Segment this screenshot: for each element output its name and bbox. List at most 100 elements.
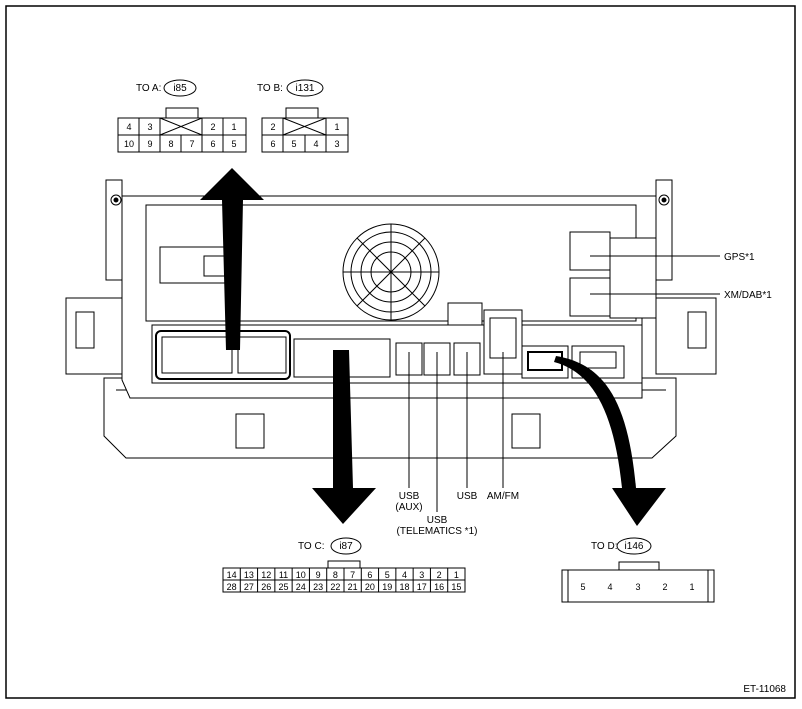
connector-c-code-oval [330,537,362,555]
label-usb: USB [457,491,478,502]
diagram-border [5,5,796,699]
connector-a-label: TO A: [136,83,161,94]
pin-c-2: 2 [437,570,442,580]
pin-b-2: 2 [270,122,275,132]
pin-c-25: 25 [278,582,288,592]
pin-c-26: 26 [261,582,271,592]
pin-b-5: 5 [291,139,296,149]
pin-d-4: 4 [607,582,612,592]
label-am-fm: AM/FM [487,491,519,502]
label-usb-telematics-sub: (TELEMATICS *1) [397,526,478,537]
connector-a: TO A: i85 4 3 2 1 10 9 8 7 6 5 [117,79,247,153]
label-xm-dab: XM/DAB*1 [724,290,772,301]
aux-socket-inner [579,351,617,369]
pin-c-13: 13 [244,570,254,580]
head-unit [65,179,717,459]
pin-d-1: 1 [689,582,694,592]
gps-port [569,231,611,271]
right-clip [511,413,541,449]
pin-d-5: 5 [580,582,585,592]
pin-c-6: 6 [367,570,372,580]
pin-c-24: 24 [296,582,306,592]
pin-c-11: 11 [279,570,288,580]
pin-c-19: 19 [382,582,392,592]
right-bracket [655,297,717,375]
pin-a-9: 9 [147,139,152,149]
pin-b-4: 4 [313,139,318,149]
connector-c-label: TO C: [298,541,324,552]
pin-b-1: 1 [334,122,339,132]
connector-a-code-oval [163,79,197,97]
pin-a-5: 5 [231,139,236,149]
pin-a-6: 6 [210,139,215,149]
connector-c-code: i87 [339,541,353,552]
pin-a-2: 2 [210,122,215,132]
connector-d-latch [618,561,660,571]
pin-c-8: 8 [333,570,338,580]
connector-c-latch [327,560,361,569]
pin-a-8: 8 [168,139,173,149]
pin-c-5: 5 [385,570,390,580]
pin-c-20: 20 [365,582,375,592]
cooling-fan-icon [342,223,440,321]
pin-d-3: 3 [635,582,640,592]
connector-b: TO B: i131 2 1 6 5 4 3 [257,79,349,153]
pin-c-14: 14 [227,570,237,580]
connector-b-label: TO B: [257,83,283,94]
label-usb-aux-sub: (AUX) [395,502,422,513]
connector-b-code: i131 [296,83,315,94]
xm-dab-port [569,277,611,317]
usb-housing [447,302,483,326]
arrow-to-c [312,350,376,524]
pin-a-7: 7 [189,139,194,149]
label-usb-telematics: USB [427,515,448,526]
connector-a-latch [165,107,199,119]
socket-b [237,336,287,374]
connector-b-latch [285,107,319,119]
leader-lines [408,255,720,512]
pin-c-10: 10 [296,570,306,580]
pin-a-10: 10 [124,139,134,149]
pin-c-22: 22 [330,582,340,592]
rear-antenna-block [609,237,657,319]
right-bracket-slot [687,311,707,349]
pin-a-3: 3 [147,122,152,132]
connector-d: TO D: i146 5 4 3 2 1 [561,537,715,603]
pin-c-18: 18 [399,582,409,592]
pin-c-27: 27 [244,582,254,592]
pin-c-9: 9 [316,570,321,580]
figure-id: ET-11068 [743,684,786,695]
pin-c-21: 21 [348,582,358,592]
pin-c-12: 12 [261,570,271,580]
left-clip [235,413,265,449]
arrow-to-ab [200,168,264,350]
connector-b-code-oval [286,79,324,97]
pin-d-2: 2 [662,582,667,592]
pin-c-23: 23 [313,582,323,592]
label-usb-aux: USB [399,491,420,502]
connector-d-body [561,569,715,603]
pin-c-16: 16 [434,582,444,592]
pin-c-3: 3 [419,570,424,580]
pin-c-7: 7 [350,570,355,580]
connector-d-code: i146 [625,541,644,552]
pin-a-4: 4 [126,122,131,132]
left-bracket-slot [75,311,95,349]
pin-b-6: 6 [270,139,275,149]
label-gps: GPS*1 [724,252,755,263]
pin-c-4: 4 [402,570,407,580]
connector-d-code-oval [616,537,652,555]
pin-a-1: 1 [231,122,236,132]
pin-c-15: 15 [451,582,461,592]
pin-c-28: 28 [227,582,237,592]
connector-a-code: i85 [173,83,187,94]
pin-b-3: 3 [334,139,339,149]
connector-d-label: TO D: [591,541,617,552]
pin-c-1: 1 [454,570,459,580]
pin-c-17: 17 [417,582,427,592]
socket-a [161,336,233,374]
